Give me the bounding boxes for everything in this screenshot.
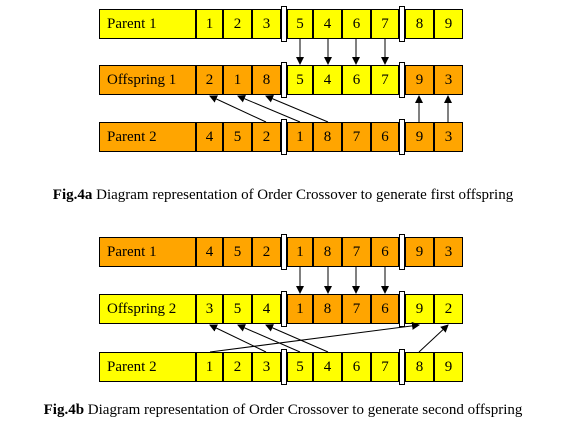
cut-point-marker <box>399 349 405 385</box>
gene-cell: 4 <box>196 122 223 152</box>
gene-cell: 4 <box>252 294 281 324</box>
gene-cell: 5 <box>223 237 252 267</box>
gene-cell: 2 <box>434 294 463 324</box>
gene-cell: 3 <box>434 122 463 152</box>
fill-arrow <box>209 321 420 353</box>
gene-cell: 3 <box>196 294 223 324</box>
gene-cell: 4 <box>313 352 342 382</box>
cut-point-marker <box>399 62 405 98</box>
gene-cell: 1 <box>196 9 223 39</box>
gene-cell: 1 <box>287 122 313 152</box>
gene-cell: 2 <box>196 65 223 95</box>
gene-cell: 6 <box>371 122 399 152</box>
gene-cell: 8 <box>313 122 342 152</box>
gene-cell: 3 <box>434 65 463 95</box>
gene-cell: 7 <box>371 65 399 95</box>
caption-figure-number: Fig.4b <box>43 402 85 418</box>
gene-cell: 1 <box>196 352 223 382</box>
cut-point-marker <box>281 291 287 327</box>
gene-cell: 8 <box>252 65 281 95</box>
gene-cell: 5 <box>287 65 313 95</box>
offspring1-label: Offspring 1 <box>99 65 196 95</box>
gene-cell: 6 <box>371 237 399 267</box>
gene-cell: 3 <box>434 237 463 267</box>
caption-text: Diagram representation of Order Crossove… <box>84 402 523 418</box>
cut-point-marker <box>281 119 287 155</box>
gene-cell: 6 <box>342 65 371 95</box>
gene-cell: 5 <box>223 122 252 152</box>
gene-cell: 8 <box>313 294 342 324</box>
gene-cell: 8 <box>313 237 342 267</box>
offspring2-label: Offspring 2 <box>99 294 196 324</box>
gene-cell: 2 <box>252 122 281 152</box>
gene-cell: 2 <box>252 237 281 267</box>
cut-point-marker <box>399 234 405 270</box>
gene-cell: 9 <box>405 294 434 324</box>
gene-cell: 2 <box>223 352 252 382</box>
gene-cell: 9 <box>434 9 463 39</box>
fill-arrow <box>418 324 449 353</box>
cut-point-marker <box>281 6 287 42</box>
gene-cell: 6 <box>342 352 371 382</box>
gene-cell: 1 <box>287 294 313 324</box>
caption-figure-number: Fig.4a <box>52 187 93 203</box>
gene-cell: 9 <box>405 237 434 267</box>
caption-text: Diagram representation of Order Crossove… <box>92 187 514 203</box>
gene-cell: 8 <box>405 9 434 39</box>
cut-point-marker <box>399 6 405 42</box>
parent1-label: Parent 1 <box>99 9 196 39</box>
fig-4a-caption: Fig.4a Diagram representation of Order C… <box>0 187 566 204</box>
gene-cell: 5 <box>287 9 313 39</box>
gene-cell: 4 <box>196 237 223 267</box>
fig-4b-caption: Fig.4b Diagram representation of Order C… <box>0 402 566 419</box>
gene-cell: 7 <box>371 9 399 39</box>
fill-arrow <box>237 324 301 353</box>
gene-cell: 1 <box>287 237 313 267</box>
fill-arrow <box>209 324 267 353</box>
parent2-label: Parent 2 <box>99 122 196 152</box>
fill-arrow <box>237 95 301 123</box>
gene-cell: 3 <box>252 352 281 382</box>
fill-arrow <box>209 95 267 123</box>
gene-cell: 2 <box>223 9 252 39</box>
gene-cell: 4 <box>313 65 342 95</box>
gene-cell: 5 <box>287 352 313 382</box>
cut-point-marker <box>399 119 405 155</box>
gene-cell: 5 <box>223 294 252 324</box>
gene-cell: 3 <box>252 9 281 39</box>
cut-point-marker <box>281 234 287 270</box>
gene-cell: 6 <box>371 294 399 324</box>
gene-cell: 7 <box>342 237 371 267</box>
fill-arrow <box>265 324 329 353</box>
gene-cell: 9 <box>405 122 434 152</box>
gene-cell: 9 <box>434 352 463 382</box>
gene-cell: 6 <box>342 9 371 39</box>
gene-cell: 4 <box>313 9 342 39</box>
fill-arrow <box>265 95 329 123</box>
gene-cell: 7 <box>342 122 371 152</box>
gene-cell: 7 <box>371 352 399 382</box>
parent2-label: Parent 2 <box>99 352 196 382</box>
cut-point-marker <box>281 349 287 385</box>
gene-cell: 8 <box>405 352 434 382</box>
gene-cell: 1 <box>223 65 252 95</box>
parent1-label: Parent 1 <box>99 237 196 267</box>
gene-cell: 7 <box>342 294 371 324</box>
cut-point-marker <box>399 291 405 327</box>
cut-point-marker <box>281 62 287 98</box>
gene-cell: 9 <box>405 65 434 95</box>
